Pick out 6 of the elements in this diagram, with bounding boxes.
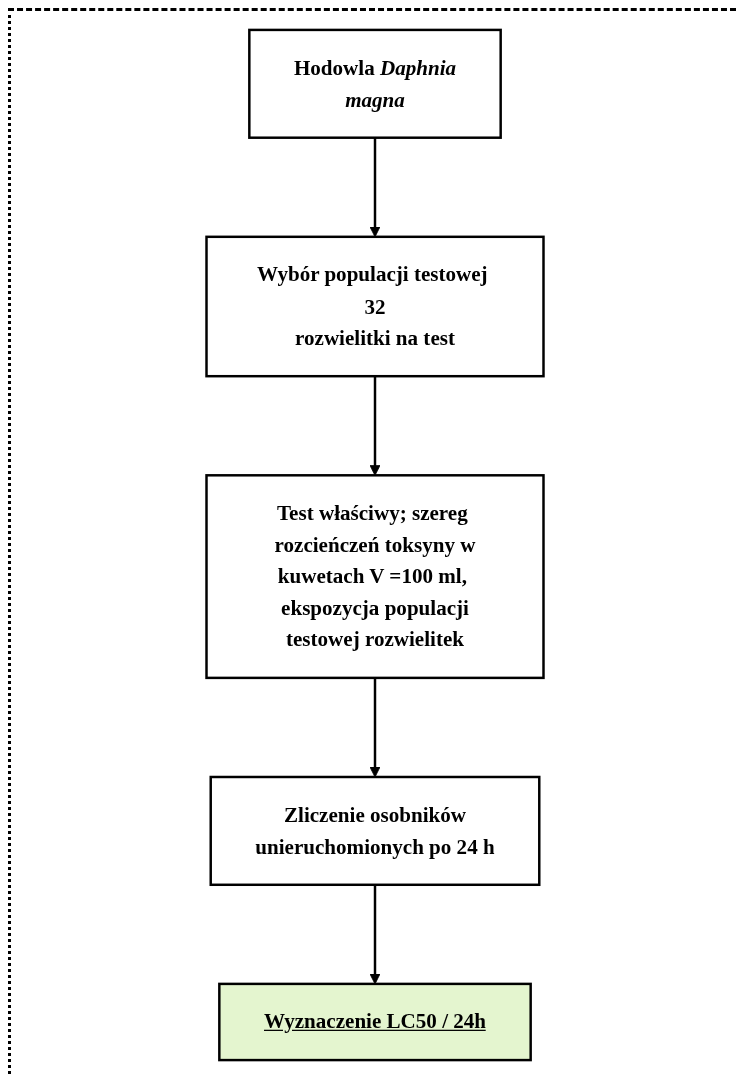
arrow: [369, 376, 381, 476]
node-box: Wybór populacji testowej 32 rozwielitki na test: [205, 235, 545, 378]
node-box: Wyznaczenie LC50 / 24h: [218, 982, 532, 1062]
node-box: Zliczenie osobników unieruchomionych po 24 h: [209, 775, 541, 886]
node-box: Hodowla Daphnia magna: [248, 28, 502, 139]
node-box: Test właściwy; szereg rozcieńczeń toksyny w kuwetach V =100 ml, ekspozycja populacji testowej rozwielitek: [205, 474, 545, 680]
